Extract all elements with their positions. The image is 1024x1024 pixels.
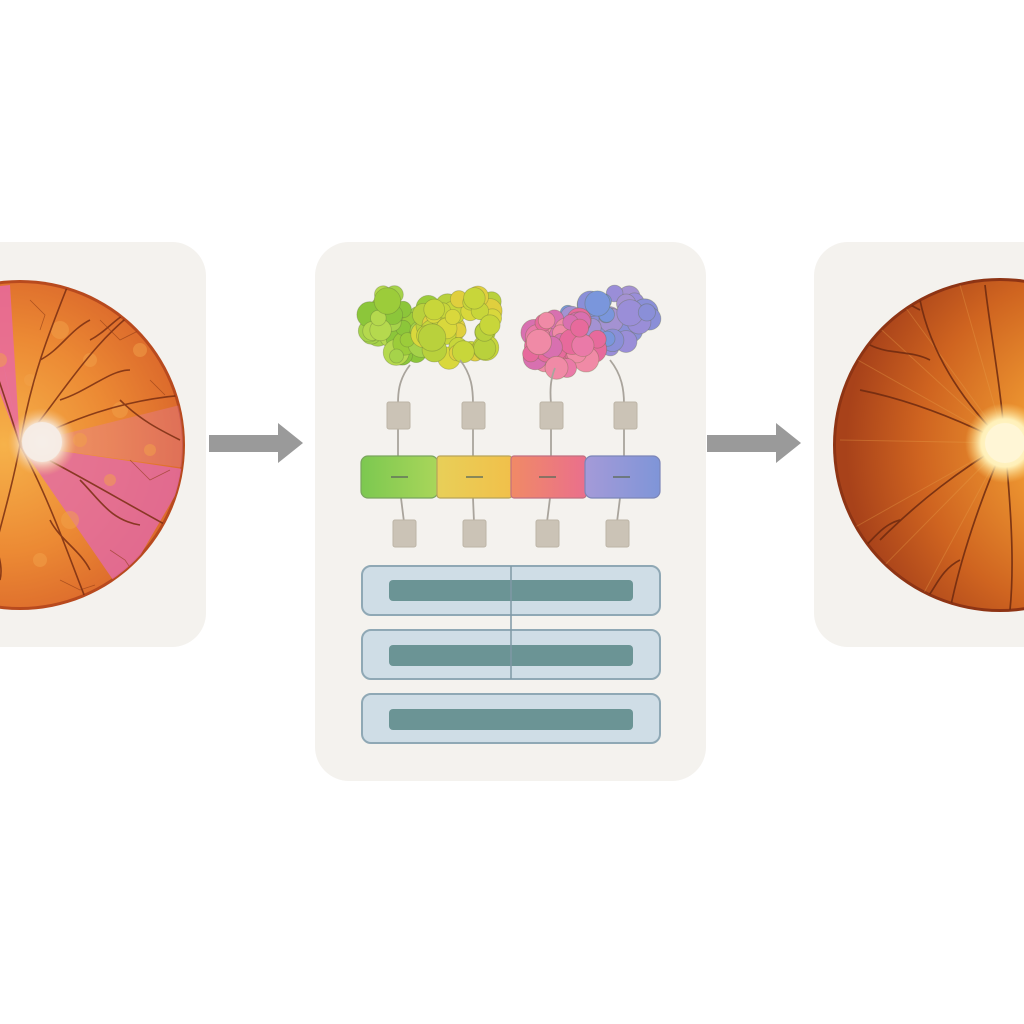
cluster-yellow: [410, 285, 503, 370]
arrow-input-to-model: [209, 423, 303, 463]
connector-blocks-upper: [386, 401, 638, 430]
feature-bar-row: [360, 455, 661, 499]
highlight-sector: [20, 445, 183, 590]
cluster-cell: [444, 308, 461, 325]
cluster-cell: [571, 333, 595, 357]
highlight-sector: [0, 285, 20, 445]
cluster-cell: [537, 311, 556, 330]
arrow-model-to-output: [707, 423, 801, 463]
cluster-cell: [451, 340, 475, 364]
cluster-cell: [463, 287, 486, 310]
cluster-pink: [520, 307, 608, 380]
cluster-cell: [544, 355, 569, 380]
cluster-cell: [570, 318, 589, 338]
cluster-cell: [389, 348, 404, 364]
cluster-blue: [559, 284, 662, 357]
cluster-cell: [423, 298, 446, 321]
input-fundus-image: [0, 280, 185, 610]
cluster-cell: [373, 287, 402, 315]
cluster-cell: [417, 323, 447, 352]
cluster-cell: [584, 290, 611, 317]
feature-clusters: [356, 284, 662, 380]
network-layer-3: [361, 693, 661, 744]
connector-blocks-lower: [392, 519, 630, 548]
cluster-cell: [525, 328, 552, 355]
network-layers: [361, 565, 661, 744]
cluster-cell: [637, 303, 656, 322]
cluster-connectors: [397, 359, 625, 523]
cluster-cell: [479, 314, 501, 336]
output-fundus-image: [833, 278, 1024, 612]
